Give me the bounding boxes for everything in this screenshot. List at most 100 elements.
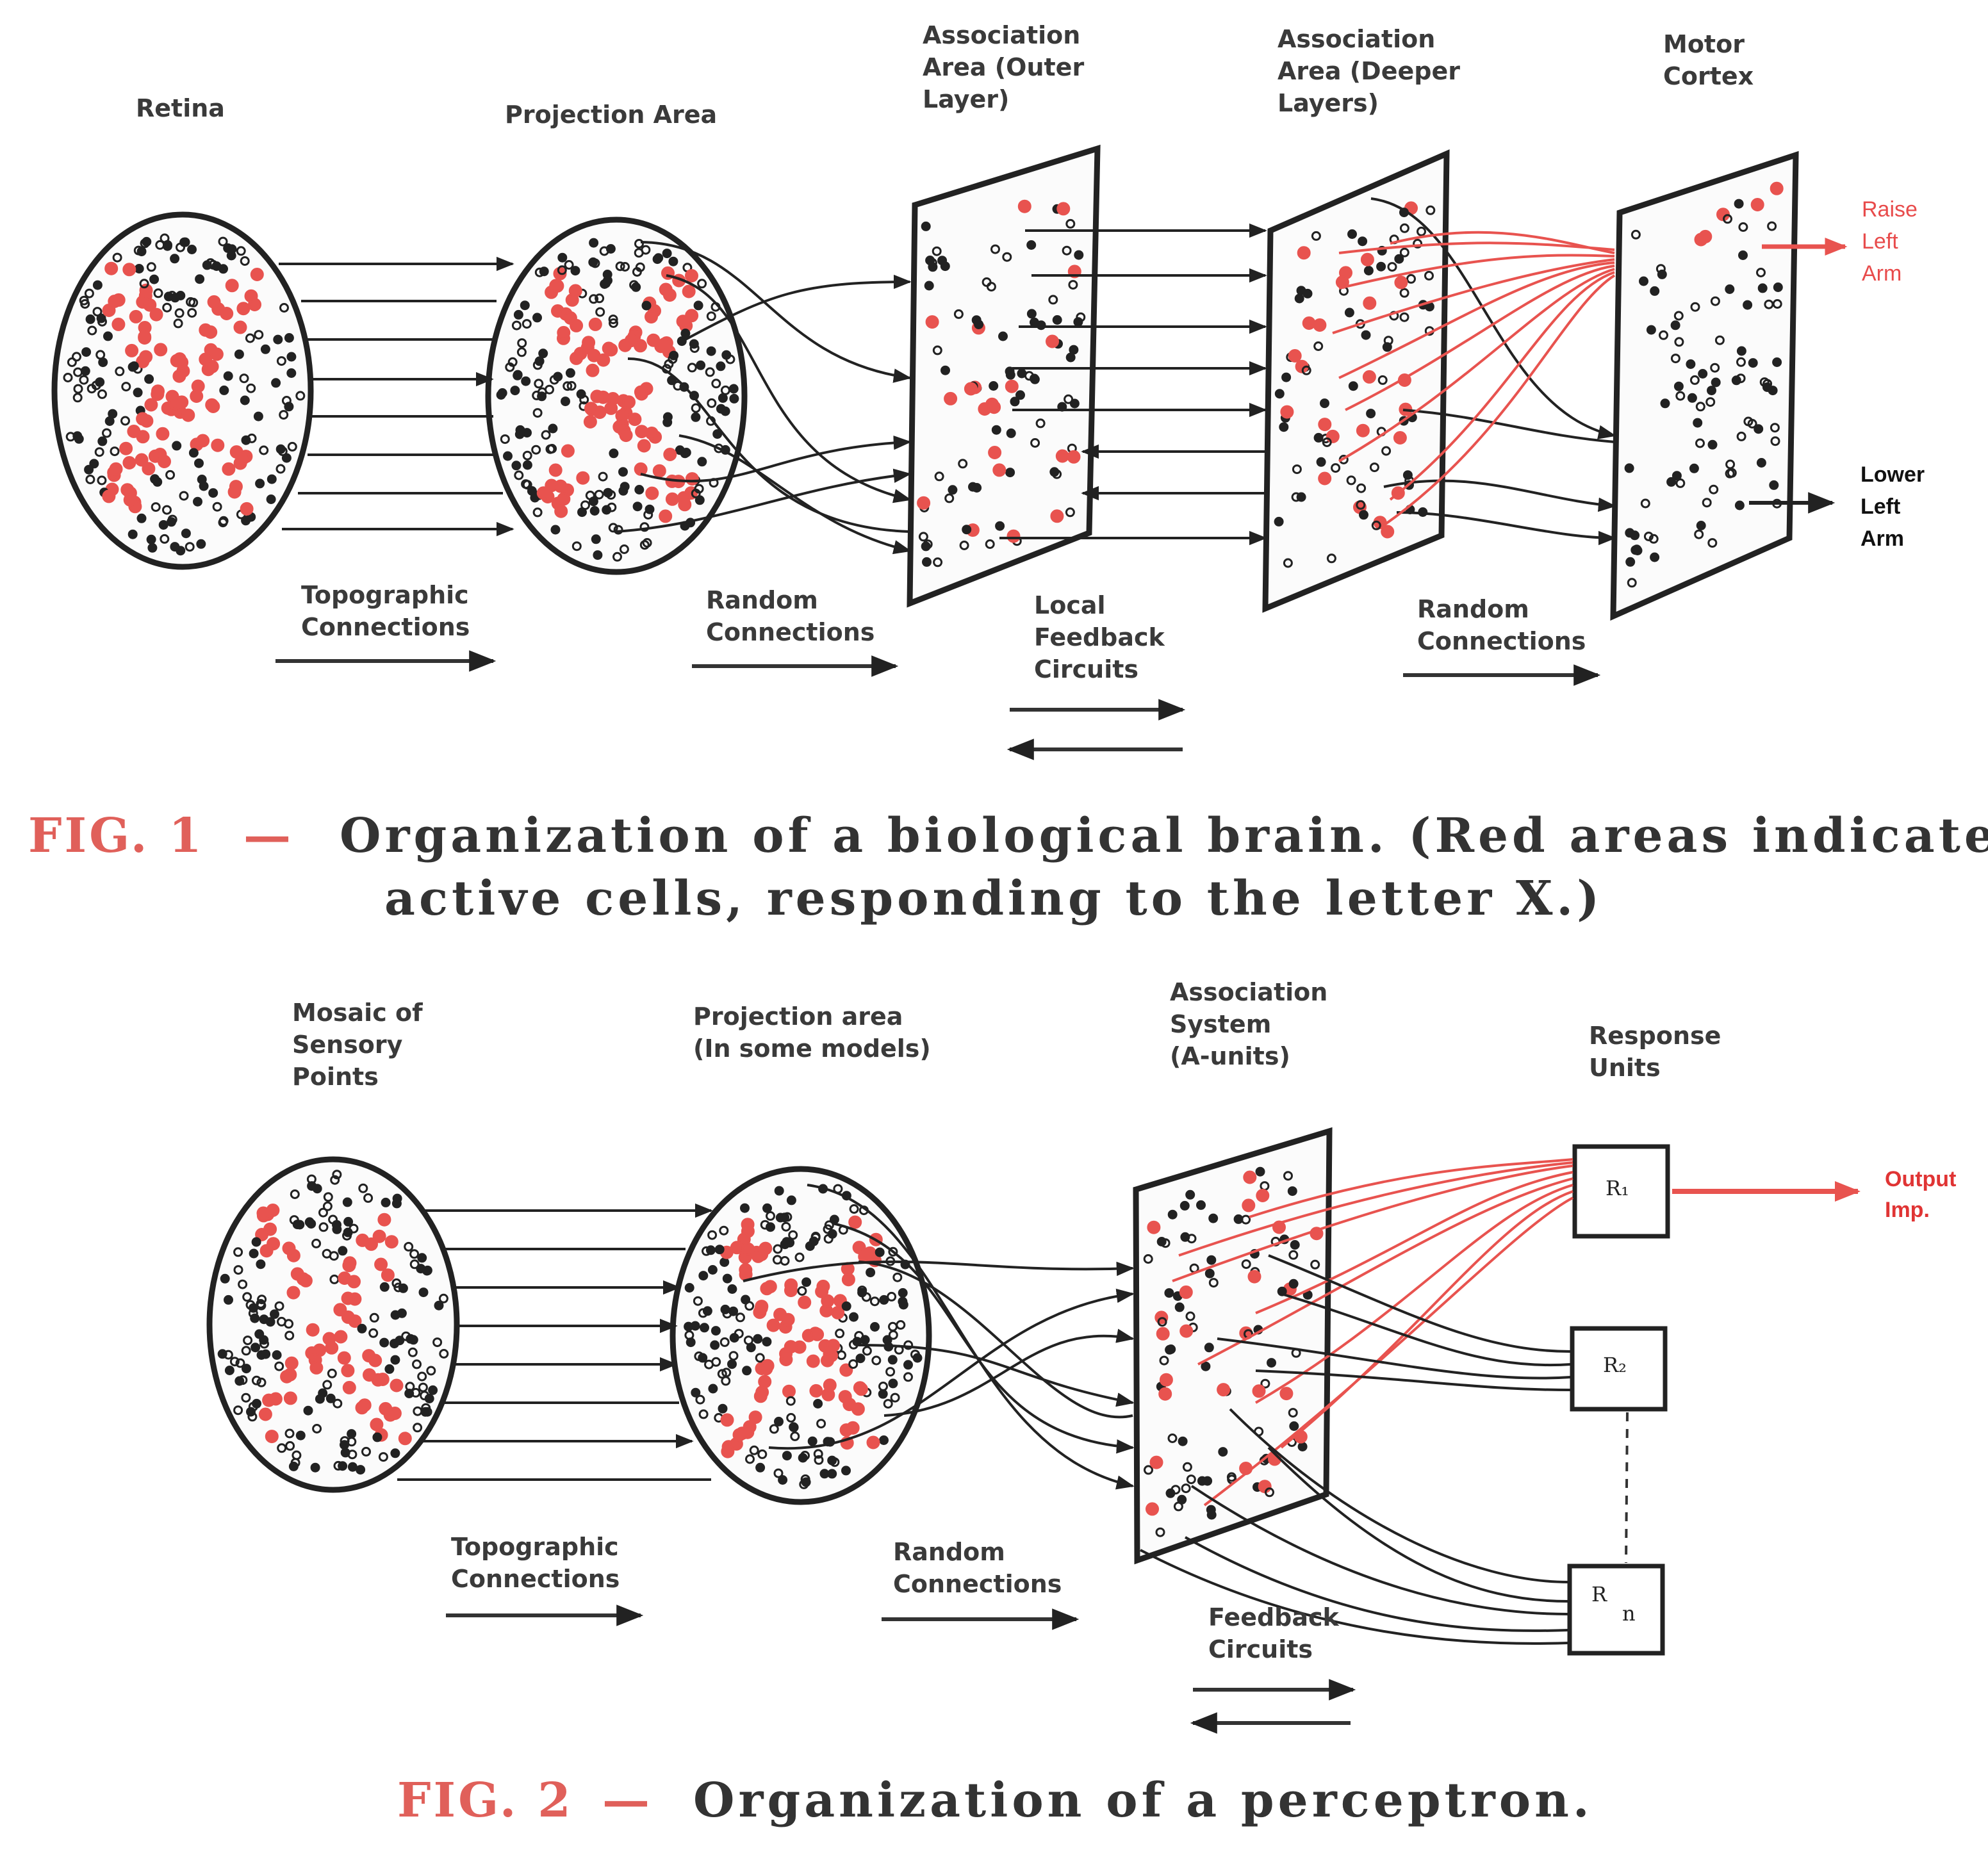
cell — [664, 359, 674, 369]
cell — [136, 513, 147, 523]
cell — [642, 538, 652, 548]
topo-caption-2: Connections — [301, 613, 470, 641]
cell — [1756, 458, 1766, 468]
cell — [634, 248, 644, 258]
cell — [312, 1424, 322, 1433]
cell — [1218, 1447, 1228, 1457]
cell — [233, 1265, 243, 1275]
cell — [379, 1282, 390, 1292]
active-cell — [143, 298, 157, 312]
cell — [1625, 528, 1635, 538]
cell — [284, 333, 294, 343]
random-caption-1: Random — [706, 586, 818, 614]
output-label-2: Imp. — [1885, 1198, 1930, 1222]
cell — [1297, 1442, 1308, 1451]
cell — [507, 357, 518, 367]
cell — [146, 534, 156, 544]
cell — [1399, 312, 1409, 322]
cell — [903, 1360, 913, 1370]
cell — [96, 313, 106, 323]
cell — [1302, 288, 1313, 298]
active-cell — [1750, 198, 1764, 211]
active-cell — [854, 1382, 868, 1396]
raise-label-3: Arm — [1862, 261, 1902, 286]
cell — [1206, 1255, 1217, 1265]
cell — [254, 1329, 265, 1339]
cell — [503, 451, 513, 461]
cell — [172, 441, 182, 451]
fig1-random2-lines — [1370, 197, 1616, 546]
cell — [369, 1312, 379, 1323]
red-line — [1338, 261, 1615, 379]
cell — [1424, 270, 1434, 281]
active-cell — [846, 1421, 860, 1435]
cell — [866, 1268, 876, 1278]
active-cell — [156, 427, 170, 441]
active-cell — [1362, 370, 1376, 384]
assoc-system-label-1: Association — [1170, 978, 1327, 1006]
cell — [774, 1416, 784, 1426]
cell — [347, 1462, 357, 1472]
assoc-deeper-label-1: Association — [1277, 25, 1435, 53]
cell — [1010, 396, 1020, 407]
cell — [810, 1232, 821, 1241]
active-cell — [1243, 1170, 1257, 1184]
cell — [774, 1186, 784, 1196]
cell — [236, 246, 246, 256]
cell — [762, 1203, 772, 1213]
cell — [279, 410, 289, 420]
feedback2-caption-1: Feedback — [1208, 1603, 1340, 1631]
active-cell — [244, 289, 258, 303]
cell — [515, 425, 525, 435]
cell — [1769, 480, 1779, 490]
cell — [120, 416, 130, 426]
cell — [434, 1300, 444, 1311]
cell — [318, 1207, 328, 1218]
cell — [785, 1396, 796, 1406]
cell — [613, 525, 623, 535]
cell — [591, 534, 601, 544]
cell — [1738, 222, 1748, 232]
mosaic-label-3: Points — [292, 1063, 379, 1091]
cell — [188, 297, 199, 307]
cell — [1316, 457, 1326, 467]
cell — [693, 1296, 703, 1306]
cell — [286, 368, 297, 378]
fig2-topographic-lines — [397, 1203, 713, 1481]
cell — [112, 252, 122, 263]
cell — [710, 1340, 720, 1350]
cell — [700, 1323, 709, 1333]
active-cell — [618, 338, 632, 352]
cell — [224, 1294, 233, 1305]
cell — [1062, 245, 1072, 256]
raise-label-2: Left — [1862, 229, 1898, 254]
cell — [290, 1189, 300, 1199]
cell — [284, 1319, 294, 1329]
cell — [180, 237, 190, 247]
active-cell — [1158, 1387, 1172, 1401]
cell — [609, 318, 618, 328]
random-line — [640, 241, 912, 383]
cell — [698, 1308, 708, 1318]
cell — [801, 1477, 811, 1487]
active-cell — [839, 1363, 853, 1377]
red2-line — [1255, 1171, 1573, 1314]
cell — [333, 1460, 343, 1471]
mosaic-ellipse — [206, 1156, 460, 1493]
cell — [129, 361, 139, 372]
cell — [989, 381, 999, 391]
cell — [1288, 1250, 1299, 1260]
black2-line — [1140, 1549, 1569, 1645]
cell — [570, 266, 580, 276]
active-cell — [1256, 1189, 1270, 1202]
motor-cortex-cells — [1624, 181, 1784, 588]
active-cell — [1770, 181, 1784, 195]
mosaic-cells — [217, 1170, 449, 1475]
active-cell — [154, 343, 168, 357]
cell — [985, 539, 995, 549]
cell — [835, 1328, 845, 1339]
active-cell — [678, 498, 692, 512]
active-cell — [1056, 202, 1071, 216]
cell — [363, 1193, 374, 1203]
cell — [694, 484, 704, 494]
